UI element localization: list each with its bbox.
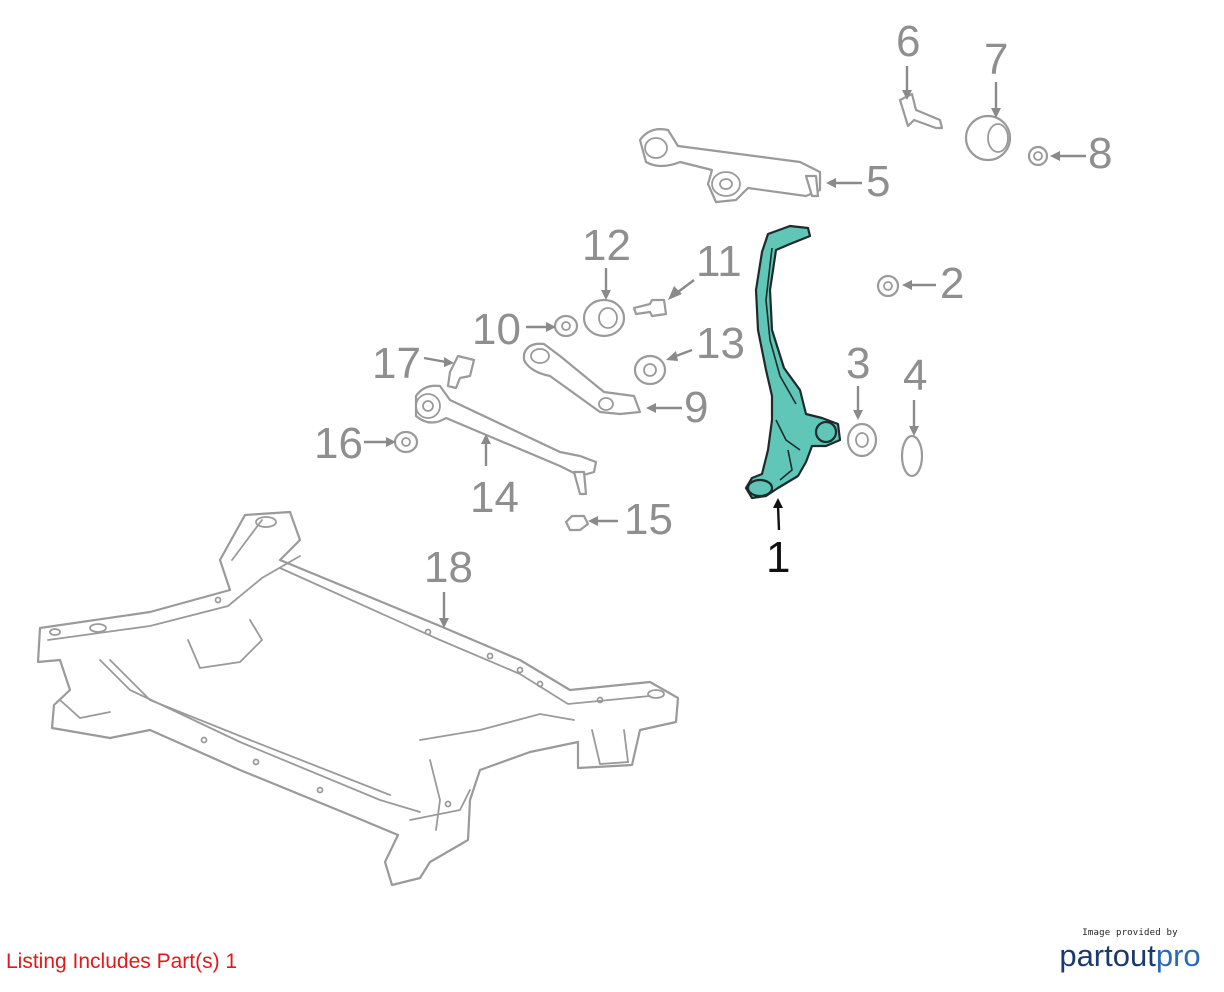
callout-8: 8 — [1088, 129, 1112, 178]
part-14-lower-arm — [414, 384, 598, 496]
part-7-bushing — [964, 114, 1012, 162]
callout-6: 6 — [896, 17, 920, 66]
part-1-steering-knuckle — [744, 224, 842, 500]
part-3-hub-nut — [846, 422, 878, 458]
part-10-nut — [553, 314, 579, 338]
provided-by-text: Image provided by — [1082, 928, 1178, 938]
brand-part-1: partout — [1059, 938, 1156, 973]
callout-13: 13 — [696, 319, 745, 368]
part-18-subframe — [36, 510, 680, 887]
callout-4: 4 — [903, 351, 927, 400]
callout-14: 14 — [470, 473, 519, 522]
callout-5: 5 — [866, 157, 890, 206]
callout-7: 7 — [984, 35, 1008, 84]
callout-12: 12 — [582, 221, 631, 270]
part-8-nut — [1027, 145, 1049, 167]
part-5-upper-arm — [638, 128, 822, 204]
part-12-bushing — [582, 298, 626, 338]
callout-10: 10 — [472, 305, 521, 354]
part-2-nut — [876, 274, 900, 298]
callout-9: 9 — [684, 383, 708, 432]
part-16-nut — [393, 430, 419, 454]
callout-16: 16 — [314, 419, 363, 468]
part-13-bushing — [633, 354, 667, 386]
callout-11: 11 — [696, 237, 742, 286]
callout-3: 3 — [846, 339, 870, 388]
callout-1: 1 — [766, 533, 790, 582]
callout-labels: 6 7 8 5 2 12 11 10 13 17 3 4 9 16 14 15 … — [314, 17, 1112, 592]
callout-15: 15 — [624, 495, 673, 544]
brand-part-2: pro — [1155, 938, 1201, 973]
callout-18: 18 — [424, 543, 473, 592]
provider-logo: Image provided by partoutpro — [1040, 928, 1220, 974]
callout-arrows — [364, 66, 1086, 628]
part-11-bolt — [632, 298, 668, 318]
part-6-bolt — [898, 92, 944, 130]
part-9-link-arm — [522, 342, 642, 416]
part-15-nut — [564, 514, 590, 532]
brand-wordmark: partoutpro — [1040, 938, 1220, 974]
callout-2: 2 — [940, 259, 964, 308]
callout-17: 17 — [372, 339, 421, 388]
part-4-ring — [900, 434, 924, 478]
part-17-bolt — [446, 354, 476, 390]
listing-includes-text: Listing Includes Part(s) 1 — [6, 950, 238, 973]
